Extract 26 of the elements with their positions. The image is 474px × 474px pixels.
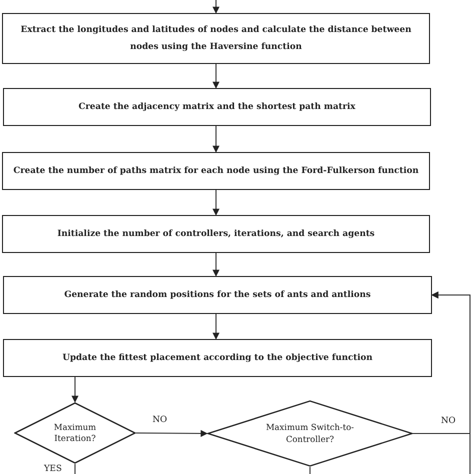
decision-text: Maximum Iteration? — [52, 422, 98, 444]
arrow — [212, 126, 220, 153]
process-box — [2, 13, 430, 64]
decision-text: Maximum Switch-to-Controller? — [264, 422, 355, 445]
step-text: Initialize the number of controllers, iterations, and search agents — [56, 228, 376, 241]
edge-label: NO — [152, 415, 168, 425]
process-box — [3, 339, 432, 377]
step-text: Create the number of paths matrix for each node using the Ford-Fulkerson function — [12, 164, 420, 178]
process-box — [2, 152, 430, 190]
arrow — [72, 376, 78, 403]
process-box — [3, 88, 431, 126]
step-text: Update the fittest placement according to the objective function — [61, 352, 374, 365]
step-text: Extract the longitudes and latitudes of nodes and calculate the distance between nodes using the Haversine function — [20, 24, 412, 54]
arrow — [212, 64, 220, 89]
arrow — [212, 252, 220, 277]
arrow — [212, 314, 220, 340]
edge-label: NO — [440, 416, 457, 426]
arrow — [212, 190, 220, 216]
step-text: Create the adjacency matrix and the shortest path matrix — [78, 100, 356, 114]
arrow — [431, 292, 470, 474]
arrow — [212, 0, 220, 14]
arrow — [136, 430, 208, 437]
process-box — [3, 276, 432, 314]
step-text: Generate the random positions for the sets of ants and antlions — [63, 288, 372, 302]
edge-label: YES — [43, 464, 63, 474]
process-box — [2, 215, 430, 253]
